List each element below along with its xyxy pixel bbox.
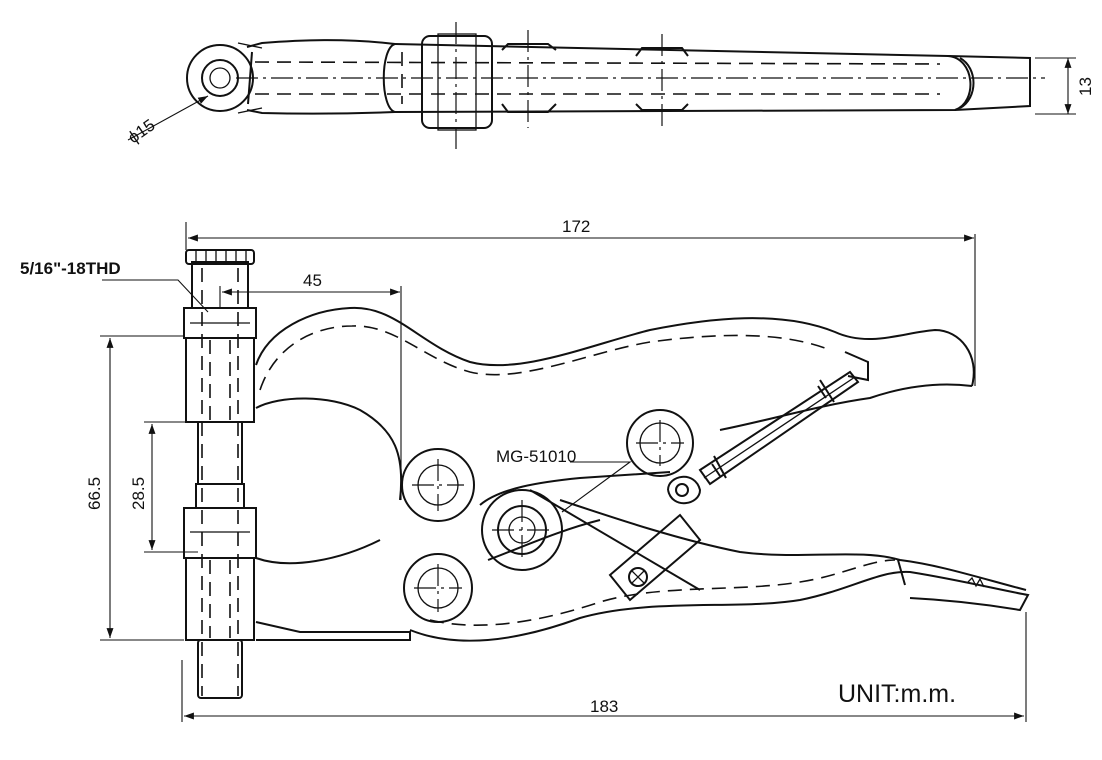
thread-label: 5/16"-18THD [20, 259, 121, 278]
pivot-disc [403, 553, 473, 623]
length-45-label: 45 [303, 271, 322, 290]
pivot-disc [626, 409, 694, 477]
pivot-disc [481, 489, 563, 571]
pivot-disc [401, 448, 475, 522]
length-183-label: 183 [590, 697, 618, 716]
top-view [127, 22, 1076, 150]
height-66-5-label: 66.5 [85, 477, 104, 510]
height-28-5-label: 28.5 [129, 477, 148, 510]
unit-label: UNIT:m.m. [838, 680, 956, 708]
model-label: MG-51010 [496, 447, 576, 466]
diameter-label: ϕ15 [124, 115, 158, 147]
length-172-label: 172 [562, 217, 590, 236]
side-view [100, 222, 1030, 722]
thickness-label: 13 [1076, 77, 1095, 96]
